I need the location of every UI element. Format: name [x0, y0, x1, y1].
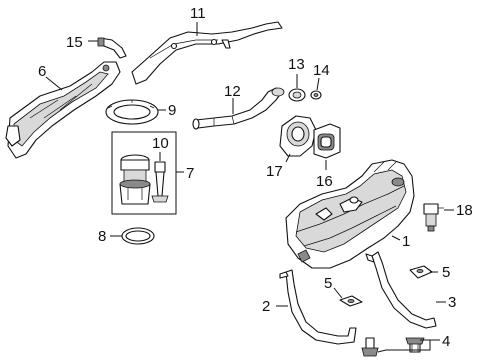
callout-4: 4	[442, 333, 450, 350]
callout-6: 6	[38, 63, 46, 80]
callout-8: 8	[98, 228, 106, 245]
part-7-fuel-pump-module	[119, 154, 151, 205]
part-17-filler-housing	[279, 115, 317, 157]
part-5-nut-center	[339, 295, 363, 307]
callout-18: 18	[456, 202, 473, 219]
part-11-filler-vent-tube	[131, 21, 283, 85]
part-16-fuel-door	[313, 123, 341, 159]
callout-14: 14	[313, 62, 330, 79]
callout-17: 17	[266, 163, 283, 180]
part-13-grommet	[288, 88, 306, 102]
callout-9: 9	[168, 102, 176, 119]
callout-5-right: 5	[442, 264, 450, 281]
callout-10: 10	[152, 135, 169, 152]
part-10-fuel-level-sender	[151, 161, 169, 203]
part-5-nut-right	[409, 265, 433, 279]
callout-13: 13	[288, 56, 305, 73]
callout-12: 12	[224, 83, 241, 100]
part-3-tank-strap	[365, 251, 437, 329]
callout-3: 3	[448, 294, 456, 311]
part-9-lock-ring	[105, 99, 159, 125]
part-15-hose	[97, 37, 127, 59]
callout-7: 7	[186, 165, 194, 182]
part-18-valve	[423, 203, 444, 232]
callout-16: 16	[316, 173, 333, 190]
callout-15: 15	[66, 34, 83, 51]
callout-2: 2	[262, 298, 270, 315]
part-6-heat-shield	[5, 61, 121, 159]
part-12-filler-pipe	[192, 87, 285, 130]
part-2-tank-strap	[279, 269, 357, 345]
part-4-bolt-upper	[405, 337, 425, 353]
callout-5-center: 5	[324, 275, 332, 292]
part-14-clip	[310, 90, 322, 100]
fuel-pump-box	[111, 131, 177, 215]
callout-1: 1	[402, 233, 410, 250]
callout-11: 11	[190, 5, 206, 22]
part-8-seal-ring	[121, 227, 155, 245]
part-1-fuel-tank	[285, 159, 415, 269]
part-4-bolt-lower	[361, 337, 379, 357]
